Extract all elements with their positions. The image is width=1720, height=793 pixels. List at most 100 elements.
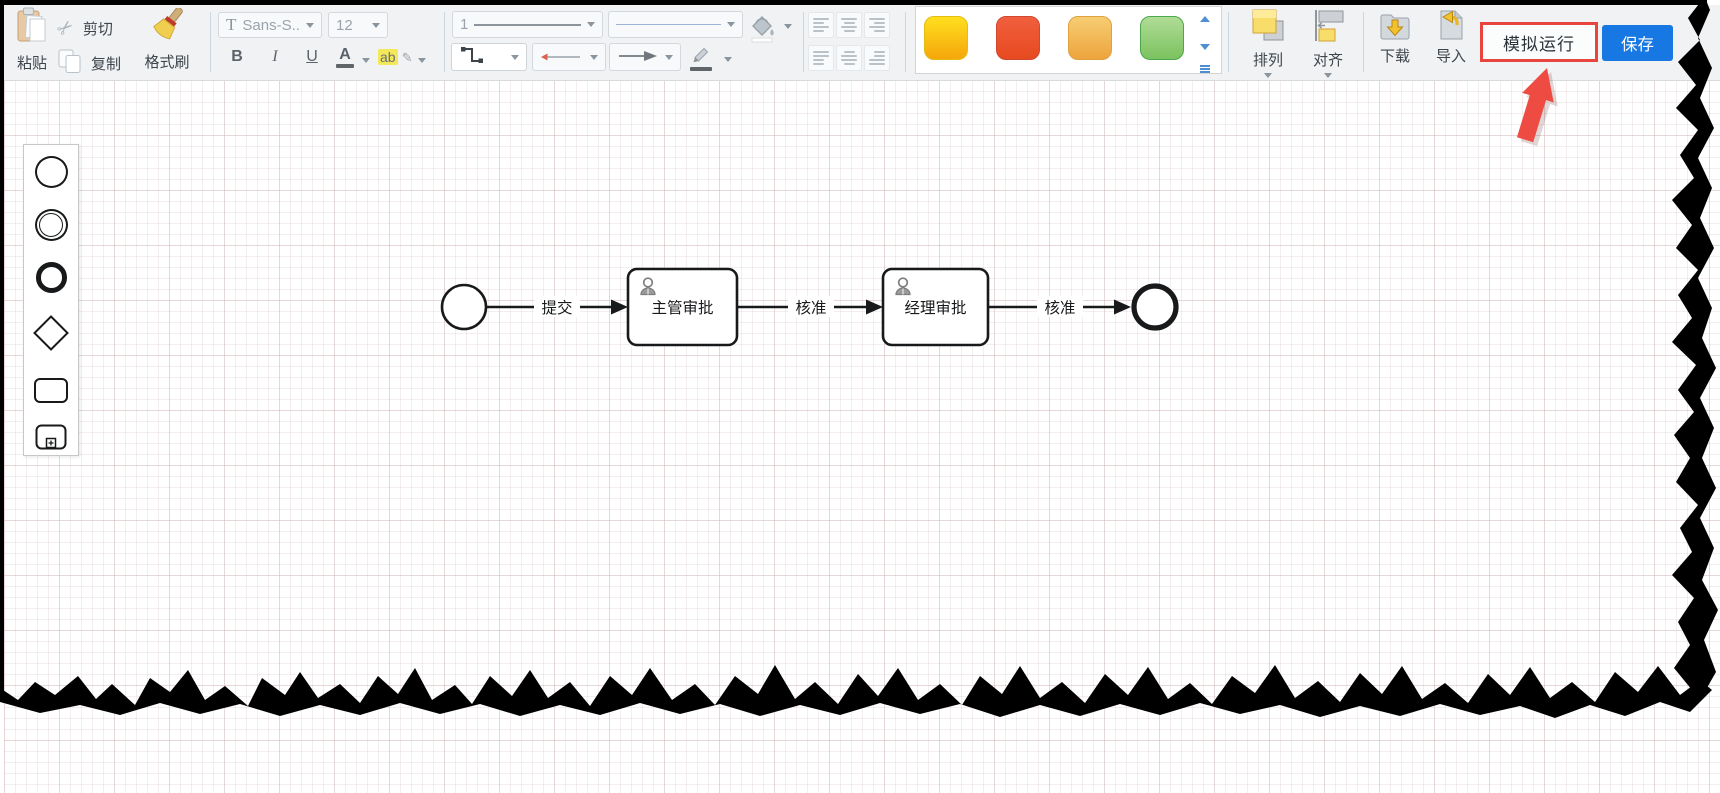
align-shapes-button[interactable]: 对齐 xyxy=(1300,7,1356,78)
stroke-sample-line xyxy=(474,23,581,26)
underline-button[interactable]: U xyxy=(299,48,325,66)
save-label: 保存 xyxy=(1621,36,1654,54)
diagram-canvas[interactable] xyxy=(4,80,1720,793)
chevron-down-icon xyxy=(665,54,673,60)
align-middle-button[interactable] xyxy=(836,45,862,71)
font-color-button[interactable]: A xyxy=(334,46,356,68)
arrange-button[interactable]: 排列 xyxy=(1240,7,1296,78)
download-button[interactable]: 下载 xyxy=(1370,11,1420,66)
chevron-down-icon xyxy=(727,22,735,27)
align-right-icon xyxy=(869,18,885,32)
line-color-dropdown[interactable] xyxy=(724,57,732,62)
chevron-down-icon xyxy=(590,54,598,60)
arrow-end-select[interactable] xyxy=(609,43,681,71)
align-shapes-label: 对齐 xyxy=(1312,52,1343,69)
scissors-icon: ✂ xyxy=(53,15,79,42)
import-label: 导入 xyxy=(1435,48,1466,65)
download-label: 下载 xyxy=(1379,48,1410,65)
toolbar-separator xyxy=(905,12,906,72)
font-size-select[interactable]: 12 xyxy=(328,12,388,38)
swatch-more-icon[interactable] xyxy=(1200,65,1210,73)
line-style-sample xyxy=(616,23,721,26)
toolbar-separator xyxy=(1228,12,1229,72)
bold-label: B xyxy=(231,48,243,65)
highlight-button[interactable]: ab ✎ xyxy=(378,49,413,66)
swatch-scroll-up-icon[interactable] xyxy=(1200,16,1210,22)
palette-gateway-shape[interactable] xyxy=(32,314,70,357)
import-button[interactable]: 导入 xyxy=(1426,9,1476,66)
align-center-icon xyxy=(841,18,857,32)
palette-task-shape[interactable] xyxy=(34,377,68,403)
simulate-run-button[interactable]: 模拟运行 xyxy=(1480,22,1598,62)
arrow-start-select[interactable] xyxy=(532,43,606,71)
highlight-dropdown[interactable] xyxy=(418,58,426,63)
paint-bucket-icon xyxy=(748,16,776,47)
font-size-value: 12 xyxy=(336,16,353,34)
toolbar: 粘贴 ✂ 剪切 复制 格式刷 T Sans-S... xyxy=(0,5,1720,81)
arrow-start-icon xyxy=(540,49,582,66)
cut-button[interactable]: ✂ 剪切 xyxy=(53,15,113,41)
format-painter-label: 格式刷 xyxy=(144,54,190,71)
align-top-icon xyxy=(813,51,829,65)
font-color-bar xyxy=(336,64,354,68)
style-swatch-red-orange[interactable] xyxy=(996,16,1040,60)
arrow-end-icon xyxy=(617,49,659,66)
font-color-dropdown[interactable] xyxy=(362,58,370,63)
toolbar-separator xyxy=(444,12,445,72)
font-icon: T xyxy=(226,15,237,34)
underline-label: U xyxy=(306,48,318,65)
style-swatch-panel xyxy=(915,6,1222,74)
arrange-label: 排列 xyxy=(1252,52,1283,69)
font-family-select[interactable]: T Sans-S... xyxy=(218,12,322,38)
style-swatch-yellow[interactable] xyxy=(924,16,968,60)
align-right-button[interactable] xyxy=(864,12,890,38)
bold-button[interactable]: B xyxy=(224,48,250,66)
fill-color-dropdown[interactable] xyxy=(784,24,792,29)
download-folder-icon xyxy=(1379,11,1411,45)
paste-button[interactable]: 粘贴 xyxy=(12,7,52,73)
toolbar-separator xyxy=(803,12,804,72)
connector-style-select[interactable] xyxy=(451,43,527,71)
stroke-width-select[interactable]: 1 xyxy=(452,11,603,38)
style-swatch-orange[interactable] xyxy=(1068,16,1112,60)
palette-end-event-shape[interactable] xyxy=(35,262,67,293)
format-painter-brush-icon xyxy=(150,7,184,48)
toolbar-separator xyxy=(210,12,211,72)
align-left-icon xyxy=(813,18,829,32)
pencil-icon xyxy=(691,47,711,67)
chevron-down-icon xyxy=(587,22,595,27)
palette-subprocess-shape[interactable] xyxy=(35,424,67,455)
simulate-run-label: 模拟运行 xyxy=(1503,34,1575,54)
chevron-down-icon xyxy=(511,54,519,60)
align-middle-icon xyxy=(841,51,857,65)
highlight-label: ab xyxy=(378,49,398,65)
stroke-width-value: 1 xyxy=(460,16,469,33)
align-top-button[interactable] xyxy=(808,45,834,71)
swatch-scroll-down-icon[interactable] xyxy=(1200,44,1210,50)
chevron-down-icon xyxy=(1324,73,1332,78)
arrange-icon xyxy=(1249,7,1287,49)
chevron-down-icon xyxy=(372,22,380,28)
paste-label: 粘贴 xyxy=(16,55,47,72)
palette-intermediate-event-shape[interactable] xyxy=(34,209,68,242)
copy-button[interactable]: 复制 xyxy=(58,49,121,78)
toolbar-separator xyxy=(1363,12,1364,72)
copy-label: 复制 xyxy=(91,56,122,73)
cut-label: 剪切 xyxy=(82,21,113,38)
chevron-down-icon xyxy=(1264,73,1272,78)
align-left-button[interactable] xyxy=(808,12,834,38)
align-bottom-button[interactable] xyxy=(864,45,890,71)
format-painter-button[interactable]: 格式刷 xyxy=(138,7,196,72)
line-color-button[interactable] xyxy=(688,45,714,71)
italic-button[interactable]: I xyxy=(262,48,288,66)
palette-start-event-shape[interactable] xyxy=(34,156,68,189)
line-color-bar xyxy=(690,67,712,71)
align-center-button[interactable] xyxy=(836,12,862,38)
save-button[interactable]: 保存 xyxy=(1602,25,1673,61)
font-color-letter: A xyxy=(339,46,351,63)
italic-label: I xyxy=(272,48,278,65)
line-style-select[interactable] xyxy=(608,11,743,38)
shape-palette xyxy=(23,144,79,456)
fill-color-button[interactable] xyxy=(748,13,776,47)
style-swatch-green[interactable] xyxy=(1140,16,1184,60)
